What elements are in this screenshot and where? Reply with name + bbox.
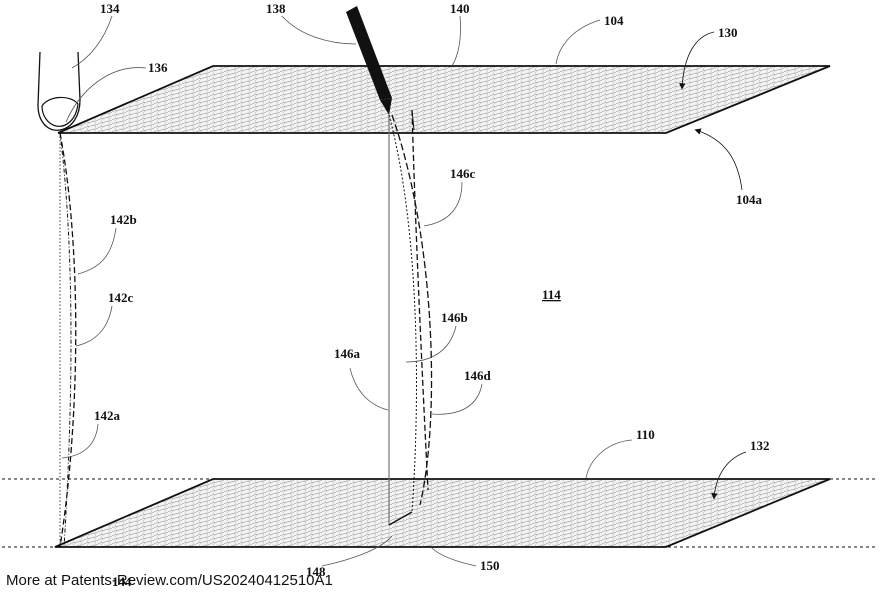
stylus-tip: [380, 98, 392, 115]
label-114: 114: [542, 287, 561, 302]
path-146b: [388, 114, 417, 513]
label-146a: 146a: [334, 346, 361, 361]
leader-148: [321, 535, 393, 567]
stylus: [346, 6, 392, 100]
source-footer: More at Patents-Review.com/US20240412510…: [6, 572, 333, 589]
label-142c: 142c: [108, 290, 134, 305]
label-134: 134: [100, 1, 120, 16]
leader-146a: [349, 367, 389, 411]
leader-150: [431, 547, 477, 567]
leader-146d: [431, 383, 483, 415]
bottom-plate: [54, 478, 831, 548]
path-142c: [59, 132, 72, 548]
label-142a: 142a: [94, 408, 121, 423]
leader-140: [451, 15, 461, 67]
leader-142a: [61, 423, 99, 459]
label-104a: 104a: [736, 192, 763, 207]
label-130: 130: [718, 25, 738, 40]
path-146d: [411, 109, 429, 491]
path-146-top-segment: [411, 109, 415, 131]
label-104: 104: [604, 13, 624, 28]
leader-142b: [77, 227, 117, 275]
leader-146c: [423, 181, 463, 227]
top-plate: [57, 65, 831, 134]
leader-142c: [75, 305, 113, 347]
label-136: 136: [148, 60, 168, 75]
leader-110: [585, 439, 633, 479]
leader-132: [711, 451, 747, 500]
label-110: 110: [636, 427, 655, 442]
label-138: 138: [266, 1, 286, 16]
leader-138: [281, 15, 357, 45]
leader-104a: [694, 128, 743, 191]
leader-104: [555, 19, 601, 65]
label-132: 132: [750, 438, 770, 453]
label-142b: 142b: [110, 212, 137, 227]
label-144: 144: [112, 574, 132, 589]
label-146c: 146c: [450, 166, 476, 181]
label-146d: 146d: [464, 368, 492, 383]
leader-146b: [405, 325, 457, 363]
label-140: 140: [450, 1, 470, 16]
leader-136: [65, 67, 147, 123]
label-146b: 146b: [441, 310, 468, 325]
leader-134: [71, 15, 113, 69]
fingernail: [41, 96, 79, 127]
path-146-bottom-segment: [388, 511, 413, 526]
leader-130: [679, 31, 715, 90]
label-148: 148: [306, 564, 326, 579]
label-150: 150: [480, 558, 500, 573]
